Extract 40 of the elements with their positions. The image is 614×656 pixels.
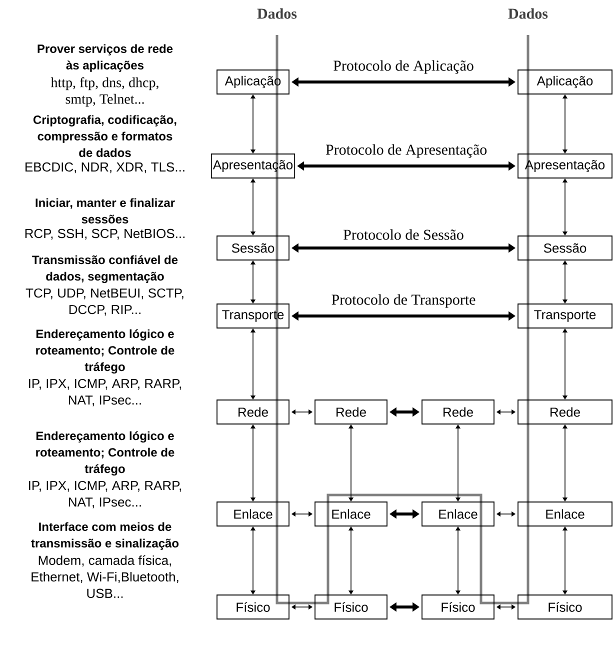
layer-description: Endereçamento lógico e roteamento; Controle de tráfego (36, 431, 174, 476)
layer-description: Prover serviços de rede às aplicações (38, 44, 173, 72)
protocol-list: Modem, camada física, Ethernet, Wi-Fi,Bluetooth, USB... (32, 555, 178, 598)
column-heading: Dados (508, 8, 548, 19)
layer-description: Transmissão confiável de dados, segmentação (32, 255, 178, 284)
column-heading: Dados (257, 8, 297, 19)
layer-description: Criptografia, codificação, compressão e formatos de dados (33, 115, 176, 157)
layer-box: Físico (518, 594, 612, 620)
layer-box: Físico (422, 594, 494, 620)
layer-box: Rede (422, 400, 494, 424)
layer-box: Transporte (216, 304, 290, 328)
protocol-list: http, ftp, dns, dhcp, smtp, Telnet... (50, 77, 158, 107)
edge-label: Protocolo de Transporte (330, 293, 477, 309)
layer-box: Aplicação (216, 70, 290, 94)
protocol-list: RCP, SSH, SCP, NetBIOS... (25, 228, 184, 240)
layer-box: Enlace (518, 502, 612, 526)
layer-box: Sessão (518, 236, 612, 260)
layer-box: Apresentação (210, 154, 296, 178)
layer-box: Rede (314, 400, 388, 424)
layer-description: Iniciar, manter e finalizar sessões (36, 198, 175, 224)
layer-box: Apresentação (518, 154, 612, 178)
protocol-list: IP, IPX, ICMP, ARP, RARP, NAT, IPsec... (29, 378, 182, 406)
layer-box: Rede (216, 400, 290, 424)
protocol-list: EBCDIC, NDR, XDR, TLS... (26, 162, 184, 174)
layer-box: Aplicação (518, 70, 612, 94)
layer-box: Enlace (314, 502, 388, 526)
layer-description: Endereçamento lógico e roteamento; Controle de tráfego (36, 329, 174, 374)
protocol-list: IP, IPX, ICMP, ARP, RARP, NAT, IPsec... (29, 480, 182, 508)
layer-box: Enlace (422, 502, 494, 526)
layer-box: Físico (314, 594, 388, 620)
edge-label: Protocolo de Sessão (342, 228, 465, 241)
layer-description: Interface com meios de transmissão e sinalização (31, 522, 179, 550)
layer-box: Sessão (216, 236, 290, 260)
layer-box: Rede (518, 400, 612, 424)
edge-label: Protocolo de Aplicação (332, 59, 475, 75)
layer-box: Físico (216, 594, 290, 620)
layer-box: Enlace (216, 502, 290, 526)
layer-box: Transporte (518, 304, 612, 328)
protocol-list: TCP, UDP, NetBEUI, SCTP, DCCP, RIP... (26, 288, 184, 316)
edge-label: Protocolo de Apresentação (324, 143, 488, 159)
